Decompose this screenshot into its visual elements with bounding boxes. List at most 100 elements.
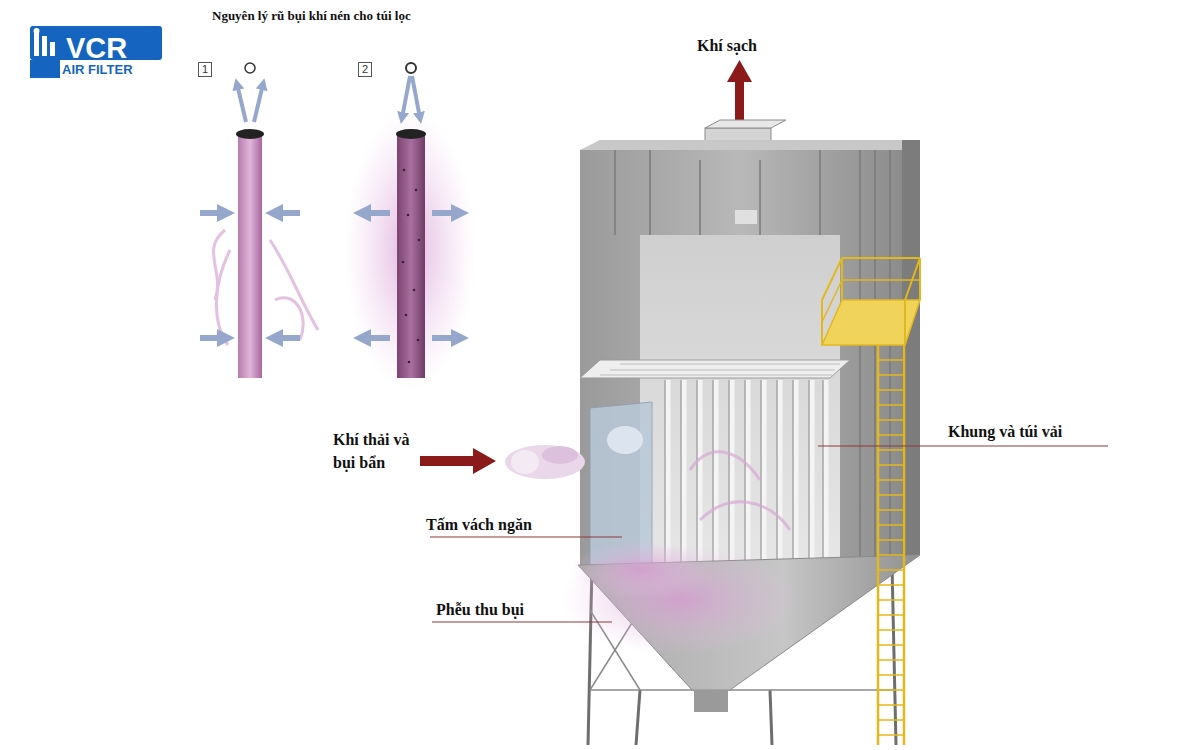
platform-ladder-part (841, 258, 843, 300)
baghouse-housing-part-part (777, 380, 778, 572)
filter-bag-2-part-part (418, 239, 421, 242)
filter-bag-2-part (345, 110, 475, 390)
baghouse-housing (580, 120, 920, 572)
platform-ladder-part-part (878, 374, 904, 376)
filter-bag-2-part-part (413, 289, 416, 292)
callout-box: 1 (198, 62, 212, 77)
platform-ladder-part (904, 300, 906, 345)
platform-ladder-part (842, 279, 920, 281)
filter-bag-1-part (274, 210, 300, 216)
baghouse-housing-part-part (649, 150, 651, 235)
filter-bag-1-part (237, 84, 246, 122)
platform-ladder-part (842, 257, 920, 259)
logo-part (50, 42, 55, 56)
baghouse-housing-part-part (620, 364, 840, 365)
dust-hopper-part-part (636, 690, 640, 745)
logo-part (42, 36, 47, 56)
dust-hopper-part (570, 540, 710, 600)
part-label: Tấm vách ngăn (426, 513, 532, 536)
filter-bag-2-part (402, 76, 410, 118)
platform-ladder-part (919, 258, 921, 300)
gas-inlet-part (473, 448, 496, 474)
platform-ladder-part (822, 280, 842, 322)
filter-bag-2-part-part (407, 214, 410, 217)
inset-title: Nguyên lý rũ bụi khí nén cho túi lọc (212, 8, 411, 24)
platform-ladder-part (878, 360, 904, 735)
baghouse-housing-part-part (746, 380, 751, 572)
platform-ladder-part-part (878, 644, 904, 646)
dust-hopper-part (694, 690, 728, 712)
filter-bag-2-part (432, 210, 460, 216)
baghouse-housing-part-part (714, 380, 719, 572)
baghouse-housing-part-part (761, 380, 762, 572)
filter-bag-1-part (200, 335, 226, 341)
filter-bag-2-part (397, 134, 425, 378)
platform-ladder-part-part (878, 434, 904, 436)
baghouse-housing-part-part (819, 150, 821, 235)
gas-inlet-part (511, 450, 539, 474)
platform-ladder-part-part (878, 614, 904, 616)
baghouse-housing-part-part (824, 380, 829, 572)
platform-ladder-part-part (878, 494, 904, 496)
platform-ladder-part-part (878, 734, 904, 736)
baghouse-housing-part (580, 140, 920, 150)
leader-lines-part (818, 446, 1108, 447)
platform-ladder-part-part (878, 419, 904, 421)
baghouse-housing-part-part (697, 380, 698, 572)
filter-bag-1-part (213, 230, 318, 345)
filter-bag-2-part (362, 335, 390, 341)
platform-ladder-part (821, 300, 823, 345)
baghouse-housing-part-part (778, 380, 783, 572)
baghouse-housing-part (690, 452, 790, 530)
platform-ladder-part-part (878, 524, 904, 526)
gas-inlet (420, 445, 585, 479)
baghouse-housing-part-part (610, 370, 835, 371)
filter-bag-2-part (406, 63, 416, 73)
clean-gas-arrow-part (735, 80, 744, 120)
baghouse-housing-part-part (874, 150, 876, 565)
gas-inlet-part (505, 445, 585, 479)
clean-gas-arrow-part (727, 60, 752, 82)
baghouse-housing-part-part (794, 380, 799, 572)
platform-ladder-part-part (878, 659, 904, 661)
baghouse-housing-part-part (759, 160, 761, 235)
baghouse-housing-part (600, 364, 840, 375)
filter-bag-2-part (362, 210, 390, 216)
baghouse-housing-part-part (859, 150, 861, 565)
baghouse-housing-part-part (698, 380, 703, 572)
logo-subtext: AIR FILTER (62, 61, 133, 80)
gas-inlet-part (542, 446, 578, 464)
platform-ladder-part-part (878, 449, 904, 451)
filter-bag-2 (345, 63, 475, 390)
baghouse-housing-part-part (600, 375, 832, 376)
baghouse-housing-part-part (713, 380, 714, 572)
dust-hopper-part-part (590, 689, 895, 691)
logo-part (30, 60, 60, 78)
filter-bag-2-part-part (417, 339, 420, 342)
baghouse-housing-part-part (762, 380, 767, 572)
baghouse-housing-part (580, 360, 850, 378)
platform-ladder-part (822, 300, 920, 345)
filter-bag-2-part-part (408, 361, 411, 364)
filter-bag-1-part (236, 129, 264, 139)
filter-bag-2-part (402, 169, 421, 364)
part-label: Khí sạch (697, 34, 757, 57)
dust-hopper (560, 540, 920, 745)
filter-bag-1-part (238, 134, 262, 378)
baghouse-housing-part-part (810, 380, 815, 572)
platform-ladder-part-part (878, 689, 904, 691)
filter-bag-1 (200, 63, 318, 378)
baghouse-housing-part-part (823, 380, 824, 572)
baghouse-housing-part (607, 426, 643, 454)
platform-ladder-part-part (878, 599, 904, 601)
baghouse-housing-part-part (729, 380, 730, 572)
platform-ladder-part-part (878, 539, 904, 541)
platform-ladder-part (822, 258, 842, 300)
callout-box: 2 (358, 62, 372, 77)
baghouse-housing-part-part (889, 150, 891, 565)
dust-hopper-part-part (892, 565, 896, 745)
baghouse-housing-part-part (682, 380, 687, 572)
baghouse-housing-part-part (745, 380, 746, 572)
